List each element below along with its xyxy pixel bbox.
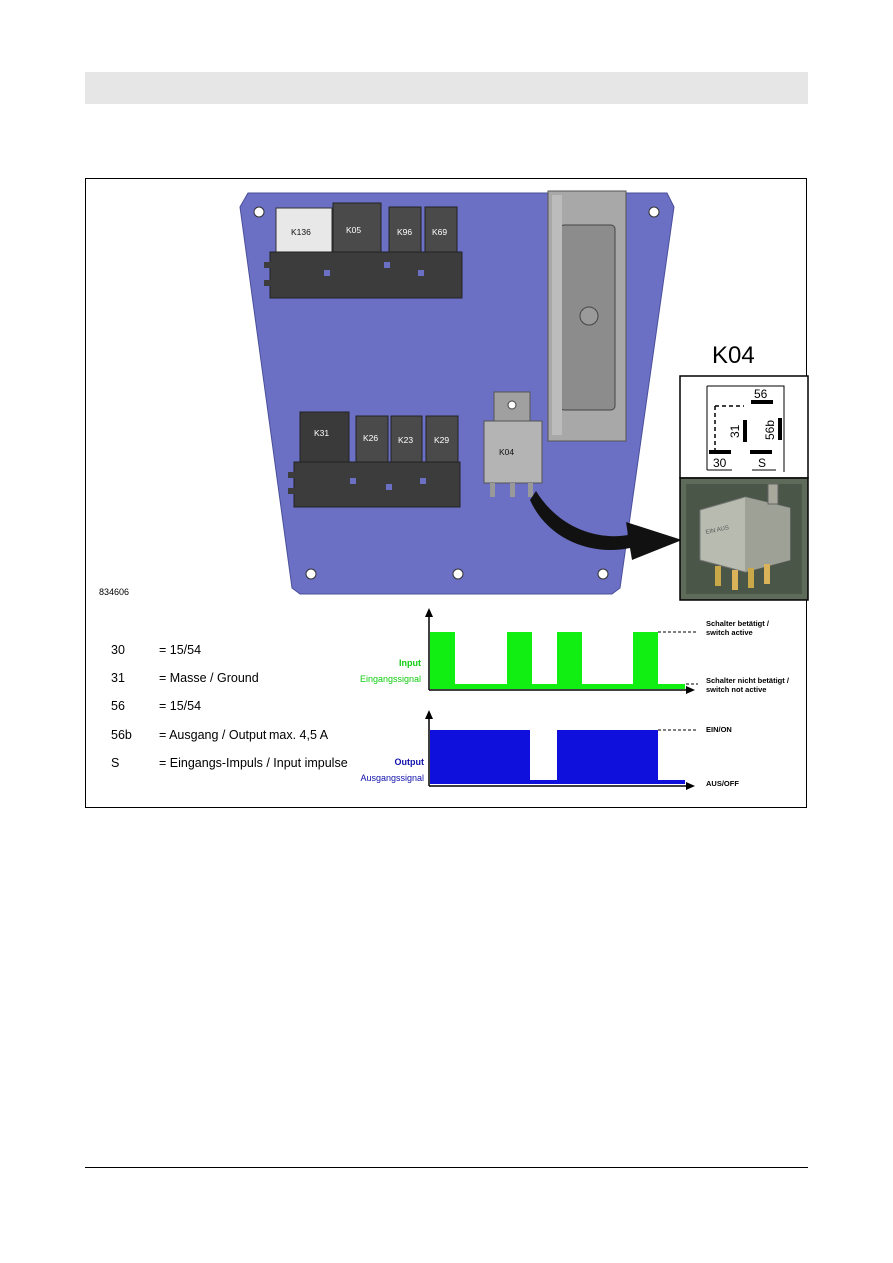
note-switch-active: Schalter betätigt / switch active [706,619,769,637]
pin-56: 56 [754,387,768,401]
legend-extra: max. 4,5 A [269,728,329,742]
legend-value: = 15/54 [159,643,202,657]
module-label: K26 [363,433,378,443]
module-base-top [269,251,463,299]
module-label: K31 [314,428,329,438]
pin-31: 31 [728,424,742,438]
module-k29 [425,415,459,465]
relay-k04: K04 [483,391,543,497]
pin-56b: 56b [763,420,777,440]
mounting-hole [305,568,317,580]
mounting-hole [597,568,609,580]
legend-key: 56b [111,728,132,742]
legend-key: 30 [111,643,125,657]
module-k136 [275,207,333,255]
module-row-bottom: K31 K26 K23 K29 [288,411,461,508]
header-bar [85,72,808,104]
relay-label: K04 [499,447,514,457]
module-label: K23 [398,435,413,445]
module-k31 [299,411,350,465]
module-label: K29 [434,435,449,445]
input-waveform [425,608,698,694]
output-label-de: Ausgangssignal [360,773,424,783]
module-label: K69 [432,227,447,237]
legend-key: 31 [111,671,125,685]
pin-30: 30 [713,456,727,470]
figure-id: 834606 [99,587,130,597]
legend-value: = 15/54 [159,699,202,713]
output-label-en: Output [394,757,425,767]
footer-rule [85,1167,808,1168]
legend-value: = Masse / Ground [159,671,259,685]
legend-value: = Ausgang / Output [159,728,267,742]
control-unit-bracket [547,190,627,442]
module-label: K96 [397,227,412,237]
legend-key: S [111,756,120,770]
pointer-arrow [530,491,682,560]
relay-photo: EIN AUS [679,477,809,601]
output-waveform [425,710,698,790]
module-k23 [390,415,423,465]
module-k69 [424,206,458,255]
module-base-bottom [293,461,461,508]
input-label-en: Input [399,658,421,668]
note-switch-not-active: Schalter nicht betätigt / switch not act… [706,676,789,694]
detail-title: K04 [712,342,755,369]
pin-s: S [758,456,766,470]
input-label-de: Eingangssignal [359,674,421,684]
pin-diagram: 56 31 56b 30 S [679,375,809,479]
mounting-hole [452,568,464,580]
module-k26 [355,415,389,465]
mounting-hole [253,206,265,218]
module-label: K05 [346,225,361,235]
relay-photo-marking: EIN AUS [705,525,729,536]
module-row-top: K136 K05 K96 K69 [264,202,463,299]
note-on: EIN/ON [706,725,732,734]
module-label: K136 [291,227,311,237]
note-off: AUS/OFF [706,779,739,788]
legend-value: = Eingangs-Impuls / Input impulse [159,756,348,770]
mounting-hole [648,206,660,218]
legend-key: 56 [111,699,125,713]
